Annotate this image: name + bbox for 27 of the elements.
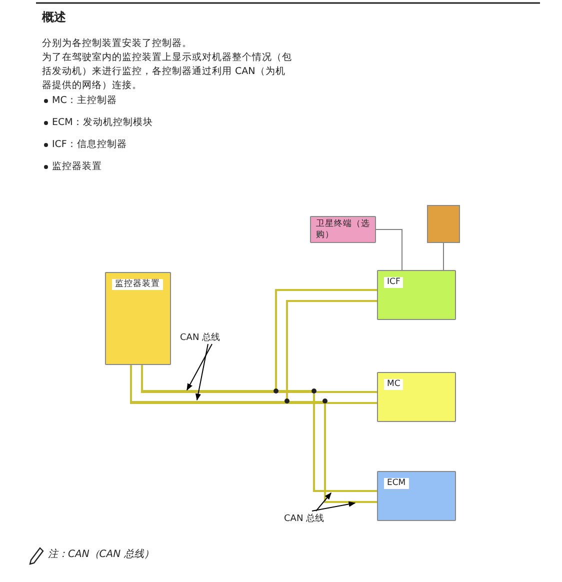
monitor-box — [105, 272, 171, 365]
heading: 概述 — [42, 10, 66, 24]
paragraph: 分别为各控制装置安装了控制器。 — [42, 37, 193, 51]
connector-line — [443, 242, 444, 270]
terminal-box — [310, 216, 376, 243]
box-label: 卫星终端（选购） — [315, 219, 371, 241]
bullet-text: MC：主控制器 — [52, 94, 118, 108]
controller-box — [377, 372, 456, 422]
leader-arrow — [186, 344, 212, 391]
connector-line — [376, 229, 402, 270]
bullet-text: ICF：信息控制器 — [52, 138, 128, 152]
caption: 注：CAN（CAN 总线） — [48, 548, 154, 562]
leader-arrow — [312, 501, 356, 512]
leader-arrow — [316, 492, 332, 512]
box-label: MC — [384, 379, 404, 390]
box-label: ICF — [384, 277, 404, 288]
box-label: 监控器装置 — [112, 279, 163, 290]
leader-arrow — [195, 344, 208, 401]
callout-text: CAN 总线 — [180, 331, 220, 344]
controller-box — [377, 471, 456, 521]
controller-box — [377, 270, 456, 320]
bullet-text: 监控器装置 — [52, 160, 103, 174]
callout-text: CAN 总线 — [284, 512, 324, 525]
bullet-text: ECM：发动机控制模块 — [52, 116, 154, 130]
paragraph: 为了在驾驶室内的监控装置上显示或对机器整个情况（包括发动机）来进行监控，各控制器通过利用 CAN（为机器提供的网络）连接。 — [42, 51, 292, 93]
box-label: ECM — [384, 478, 409, 489]
device-box — [427, 205, 460, 243]
